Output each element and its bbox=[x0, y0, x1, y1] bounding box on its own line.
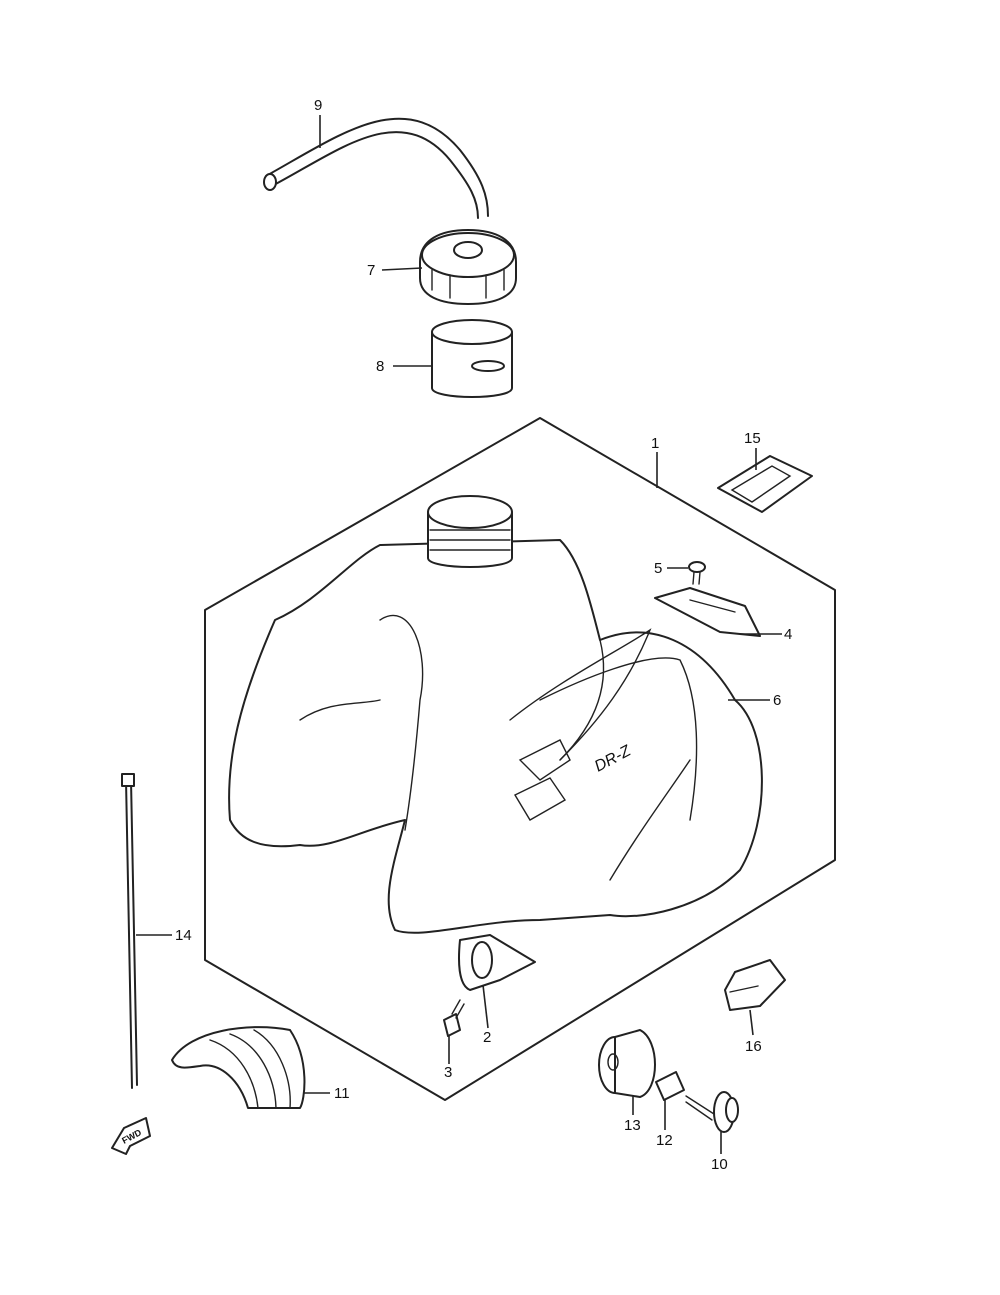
callout-11: 11 bbox=[334, 1085, 350, 1102]
protector-11 bbox=[171, 1026, 306, 1109]
callout-labels: 9 7 8 1 15 5 4 6 14 2 3 11 16 13 12 10 bbox=[175, 97, 792, 1173]
callout-1: 1 bbox=[651, 435, 659, 452]
callout-2: 2 bbox=[483, 1029, 491, 1046]
assembly-outline bbox=[204, 417, 836, 1101]
fuel-cap bbox=[419, 229, 517, 305]
callout-5: 5 bbox=[654, 560, 662, 577]
callout-9: 9 bbox=[314, 97, 322, 114]
callout-6: 6 bbox=[773, 692, 781, 709]
callout-16: 16 bbox=[745, 1038, 762, 1055]
vent-hose bbox=[263, 117, 489, 219]
leader-lines bbox=[136, 115, 782, 1154]
screw-5 bbox=[688, 561, 706, 585]
callout-12: 12 bbox=[656, 1132, 673, 1149]
cushion-13 bbox=[598, 1029, 656, 1098]
forward-arrow-icon: FWD bbox=[111, 1117, 151, 1155]
callout-15: 15 bbox=[744, 430, 761, 447]
callout-8: 8 bbox=[376, 358, 384, 375]
fuel-tank: DR-Z bbox=[228, 495, 763, 934]
clip-15 bbox=[717, 455, 813, 513]
bolt-3 bbox=[443, 999, 465, 1037]
bolt-10 bbox=[685, 1091, 739, 1133]
callout-4: 4 bbox=[784, 626, 792, 643]
callout-13: 13 bbox=[624, 1117, 641, 1134]
filler-ring bbox=[431, 319, 513, 398]
callout-3: 3 bbox=[444, 1064, 452, 1081]
bracket-2 bbox=[458, 934, 536, 991]
cable-tie-14 bbox=[121, 773, 138, 1089]
callout-14: 14 bbox=[175, 927, 192, 944]
collar-12 bbox=[655, 1071, 685, 1101]
bracket-4 bbox=[654, 587, 761, 637]
callout-7: 7 bbox=[367, 262, 375, 279]
cover-16 bbox=[724, 959, 786, 1011]
callout-10: 10 bbox=[711, 1156, 728, 1173]
